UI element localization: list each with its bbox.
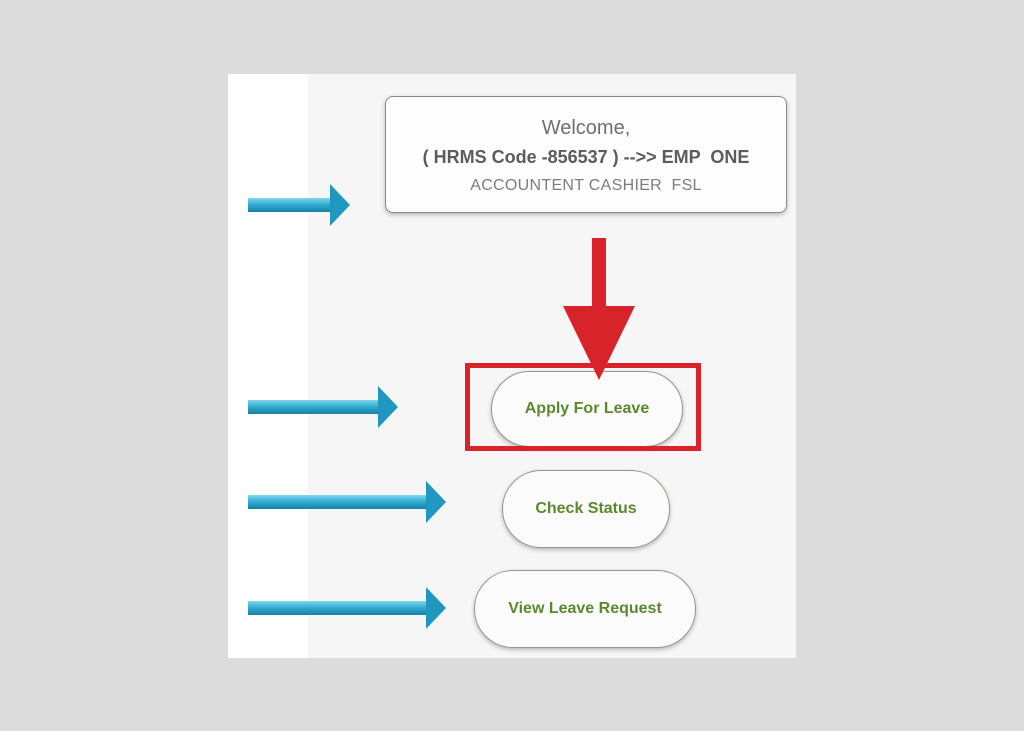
apply-for-leave-label: Apply For Leave — [524, 400, 650, 417]
welcome-title: Welcome, — [541, 117, 631, 139]
check-status-label: Check Status — [535, 500, 637, 517]
view-leave-request-label: View Leave Request — [508, 600, 662, 617]
apply-for-leave-button[interactable]: Apply For Leave — [491, 371, 683, 447]
arrow-down-icon — [563, 238, 635, 380]
welcome-card: Welcome, ( HRMS Code -856537 ) -->> EMP … — [385, 96, 787, 213]
check-status-button[interactable]: Check Status — [502, 470, 670, 548]
view-leave-request-button[interactable]: View Leave Request — [474, 570, 696, 648]
app-screenshot: Welcome, ( HRMS Code -856537 ) -->> EMP … — [228, 74, 796, 658]
left-margin — [228, 74, 308, 658]
employee-role: ACCOUNTENT CASHIER FSL — [470, 177, 702, 194]
employee-code: ( HRMS Code -856537 ) -->> EMP ONE — [422, 147, 750, 167]
